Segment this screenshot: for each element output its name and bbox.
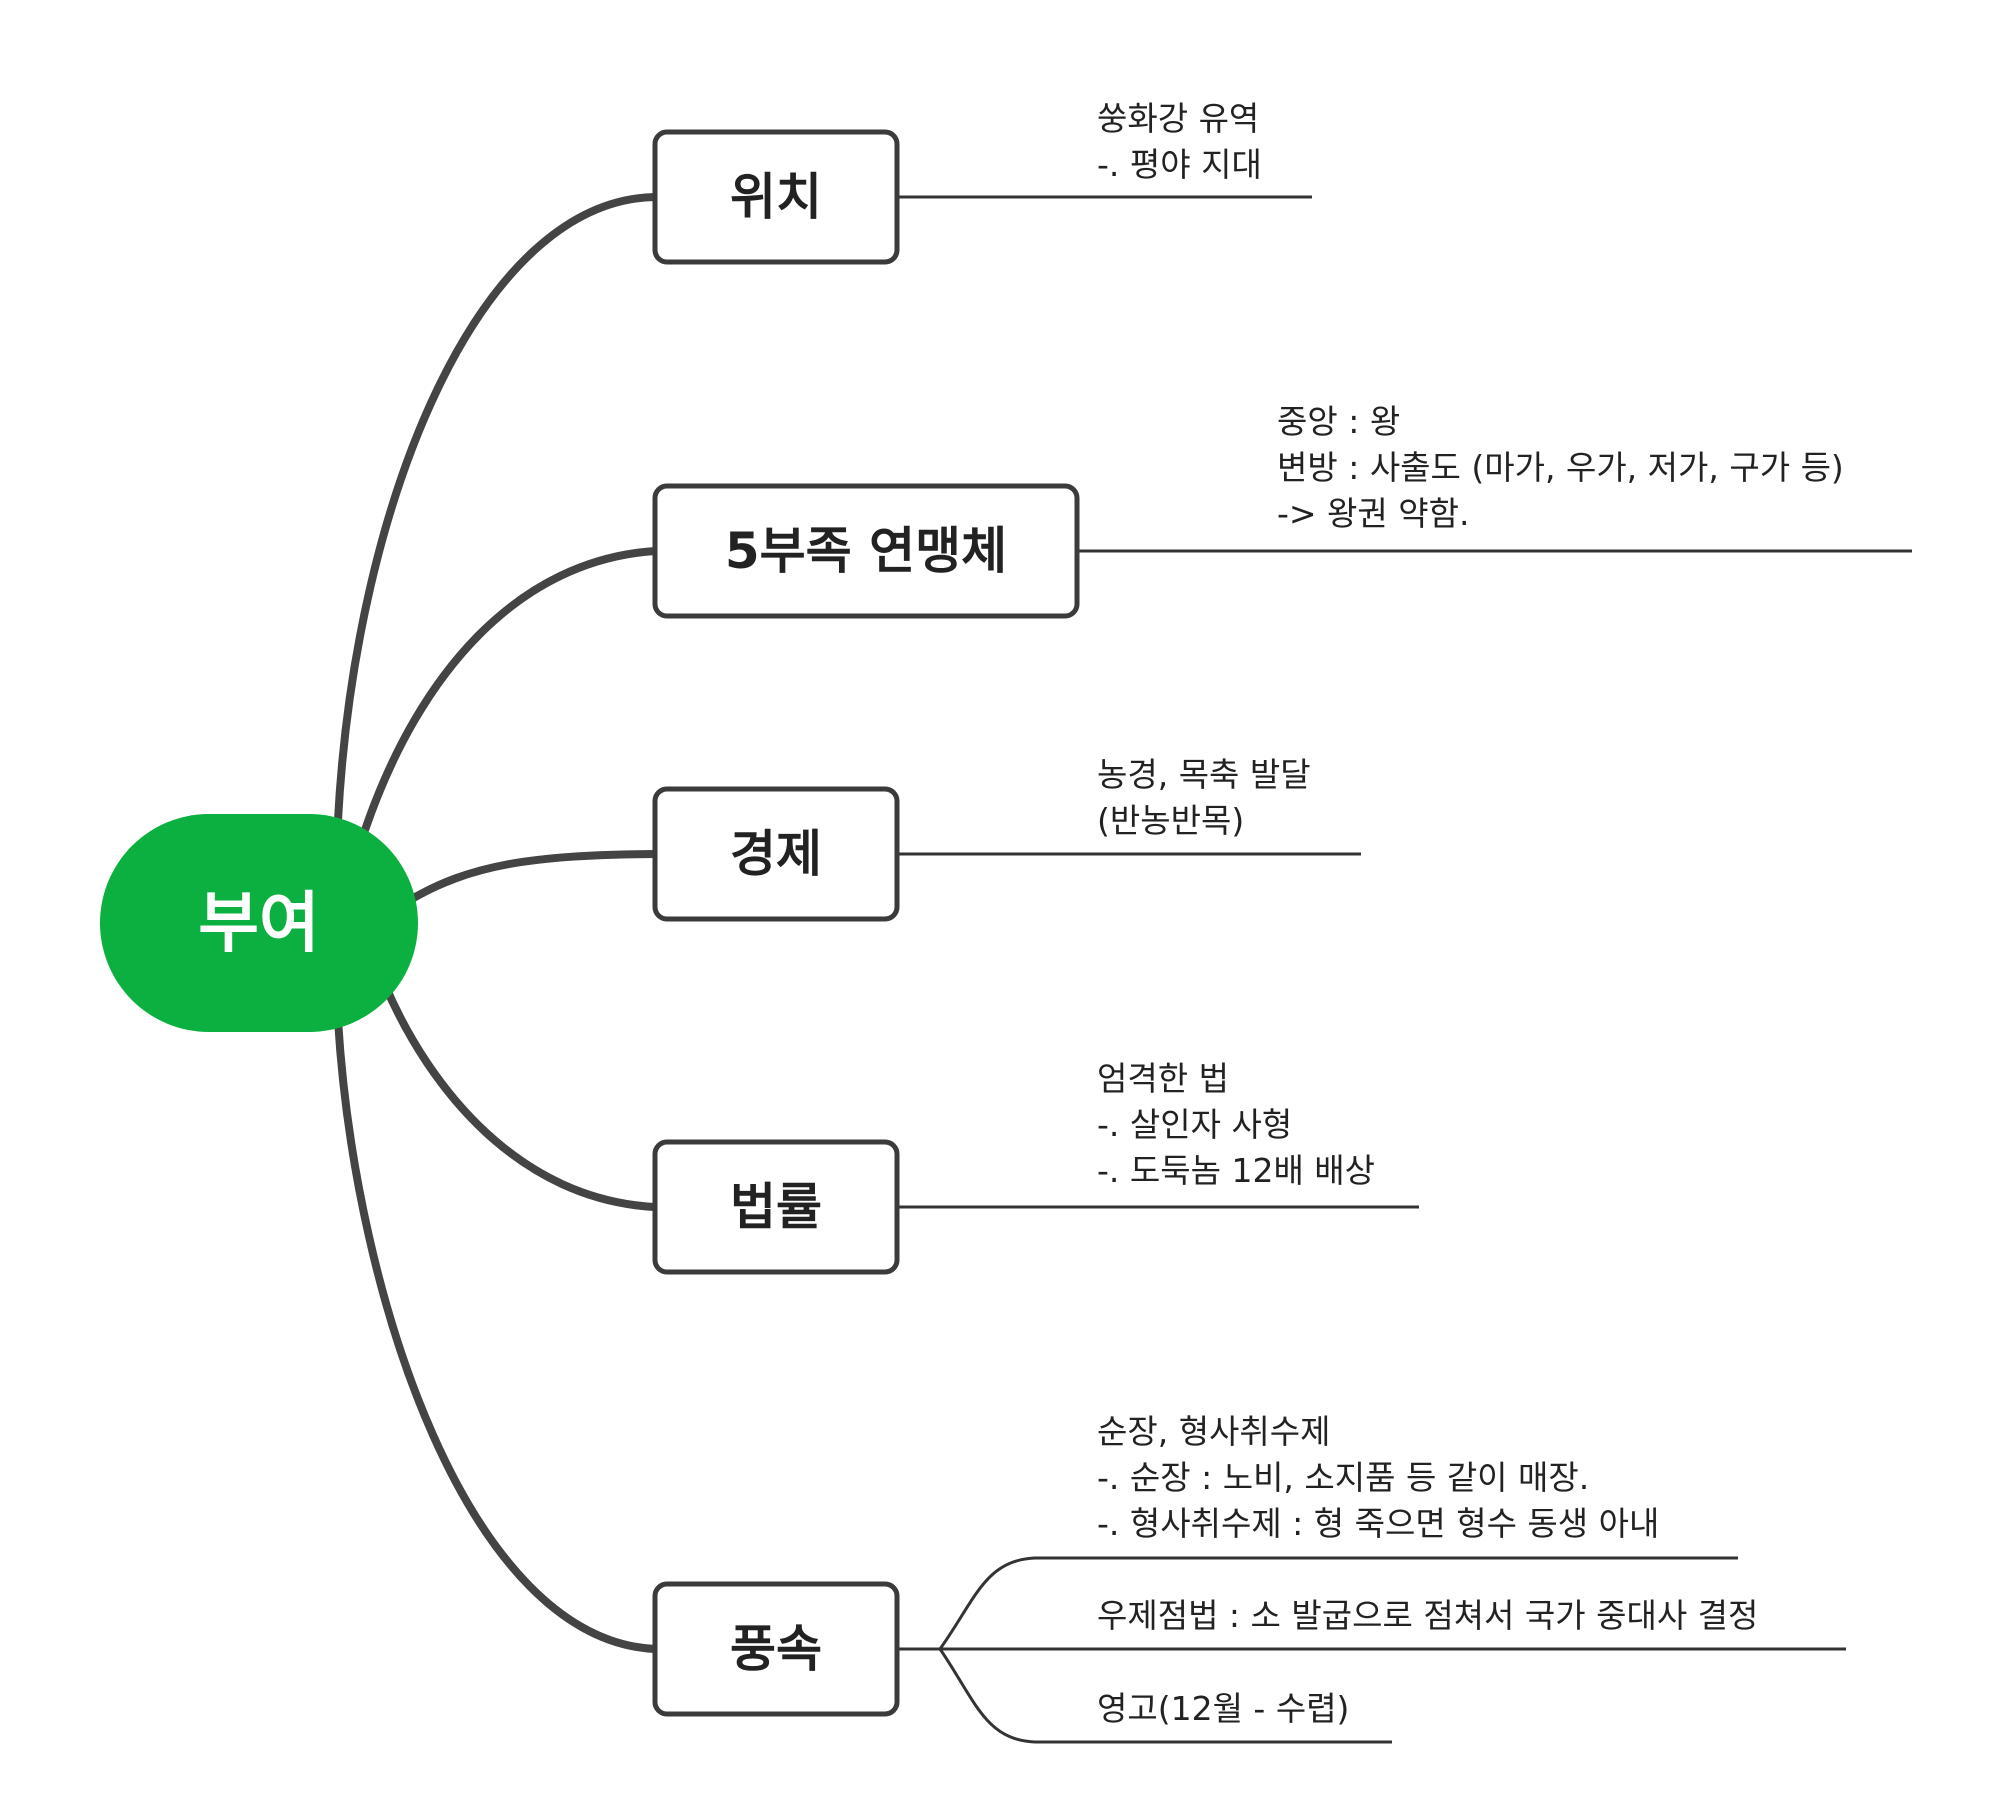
branch-connectors (334, 193, 659, 1653)
connector-location (334, 193, 659, 824)
topic-box (652, 1139, 900, 1275)
root-node[interactable]: 부여 (100, 814, 418, 1032)
note-line: -. 살인자 사형 (1097, 1105, 1292, 1144)
topic-node-economy[interactable]: 경제 (652, 786, 900, 922)
topic-box (652, 1581, 900, 1717)
topic-label-customs: 풍속 (730, 1620, 822, 1678)
topic-node-federation[interactable]: 5부족 연맹체 (652, 483, 1080, 619)
note-line: -. 형사취수제 : 형 죽으면 형수 동생 아내 (1097, 1504, 1659, 1543)
topic-box (652, 129, 900, 265)
leaf-line-customs-1 (897, 1556, 1738, 1651)
topic-label-location: 위치 (730, 168, 822, 226)
note-line: -. 순장 : 노비, 소지품 등 같이 매장. (1097, 1458, 1589, 1497)
root-pill (100, 814, 418, 1032)
leaf-line-customs-3 (938, 1648, 1392, 1744)
connector-federation (361, 547, 659, 834)
topic-label-law: 법률 (730, 1178, 822, 1236)
note-customs-2: 우제점법 : 소 발굽으로 점쳐서 국가 중대사 결정 (1097, 1596, 1758, 1635)
root-label: 부여 (198, 885, 319, 962)
leaf-notes: 쑹화강 유역 -. 평야 지대 중앙 : 왕 변방 : 사출도 (마가, 우가,… (1097, 99, 1854, 1728)
connector-economy (406, 850, 659, 904)
leaf-connectors (897, 195, 1912, 1744)
connector-law (381, 981, 659, 1211)
note-line: -> 왕권 약함. (1277, 494, 1469, 533)
topic-label-federation: 5부족 연맹체 (725, 522, 1007, 580)
note-line: 엄격한 법 (1097, 1059, 1229, 1098)
note-economy: 농경, 목축 발달 (반농반목) (1097, 755, 1321, 840)
note-federation: 중앙 : 왕 변방 : 사출도 (마가, 우가, 저가, 구가 등) -> 왕권… (1277, 402, 1854, 533)
note-customs-1: 순장, 형사취수제 -. 순장 : 노비, 소지품 등 같이 매장. -. 형사… (1097, 1412, 1659, 1543)
note-line: 변방 : 사출도 (마가, 우가, 저가, 구가 등) (1277, 448, 1844, 487)
note-location: 쑹화강 유역 -. 평야 지대 (1097, 99, 1270, 184)
topic-node-law[interactable]: 법률 (652, 1139, 900, 1275)
note-line: 중앙 : 왕 (1277, 402, 1400, 441)
note-line: 영고(12월 - 수렵) (1097, 1689, 1349, 1728)
note-line: 우제점법 : 소 발굽으로 점쳐서 국가 중대사 결정 (1097, 1596, 1758, 1635)
note-line: 쑹화강 유역 (1097, 99, 1259, 138)
note-line: (반농반목) (1097, 801, 1244, 840)
note-line: 농경, 목축 발달 (1097, 755, 1311, 794)
connector-customs (334, 1016, 659, 1653)
note-line: -. 도둑놈 12배 배상 (1097, 1151, 1375, 1190)
topic-box (652, 483, 1080, 619)
note-law: 엄격한 법 -. 살인자 사형 -. 도둑놈 12배 배상 (1097, 1059, 1375, 1190)
note-customs-3: 영고(12월 - 수렵) (1097, 1689, 1349, 1728)
topic-label-economy: 경제 (730, 825, 822, 883)
note-line: -. 평야 지대 (1097, 145, 1262, 184)
topic-box (652, 786, 900, 922)
note-line: 순장, 형사취수제 (1097, 1412, 1331, 1451)
topic-node-customs[interactable]: 풍속 (652, 1581, 900, 1717)
topic-node-location[interactable]: 위치 (652, 129, 900, 265)
